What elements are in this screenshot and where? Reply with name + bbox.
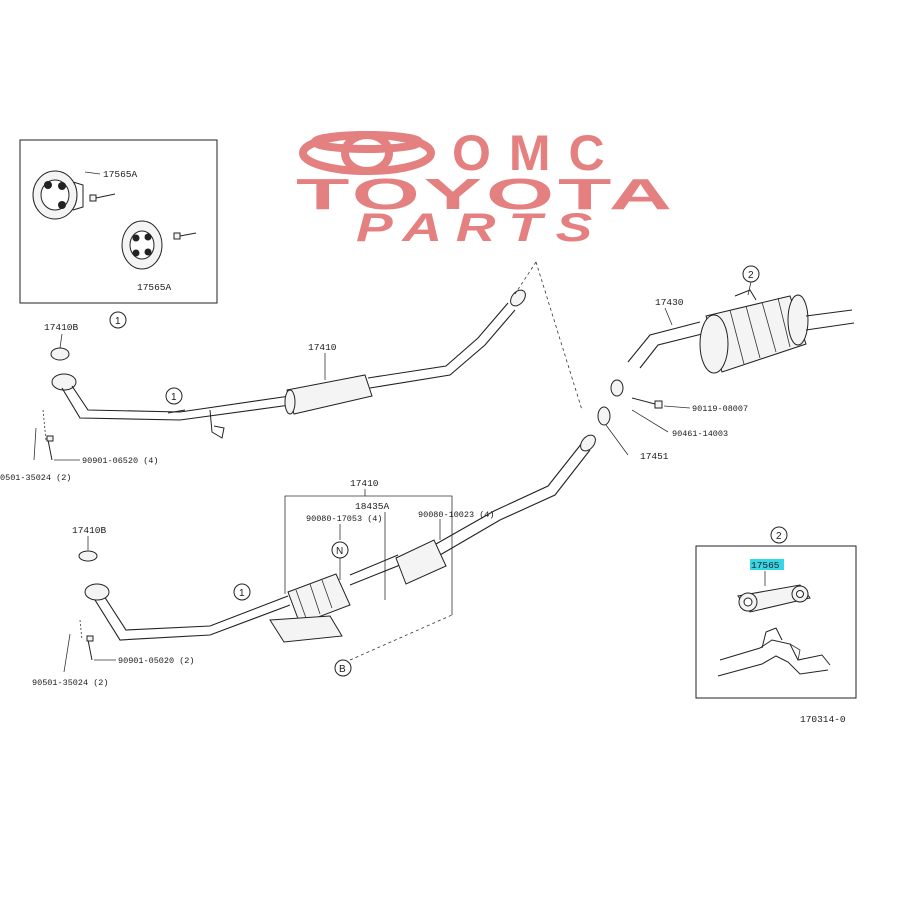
rear-bolt-label: 90119-08007 — [692, 404, 748, 414]
heat-shield — [269, 615, 343, 643]
lower-bolt-right-label: 90080-10023 (4) — [418, 510, 495, 520]
lower-callout-n: N — [336, 546, 343, 557]
inset-frame — [19, 139, 218, 304]
upper-callout-1: 1 — [171, 392, 177, 403]
callout-circle — [233, 583, 251, 601]
omc-toyota-parts-logo: OMC TOYOTA PARTS — [296, 125, 676, 250]
gasket-icon — [78, 550, 98, 562]
callout-circle — [165, 387, 183, 405]
inset-label-a: 17565A — [103, 169, 138, 180]
flange-icon — [610, 379, 624, 397]
inset-label-b: 17565A — [137, 282, 172, 293]
hanger-bracket-icon — [209, 409, 225, 439]
logo-parts-text: PARTS — [356, 206, 606, 250]
flange-icon — [84, 583, 110, 601]
bolt-icon — [173, 232, 197, 240]
lower-callout-b: B — [339, 664, 346, 675]
gasket-icon — [50, 347, 70, 361]
muffler-body — [699, 289, 809, 374]
lower-gasket-label: 17410B — [72, 525, 107, 536]
upper-gasket-label: 17410B — [44, 322, 79, 333]
resonator — [284, 374, 373, 415]
gasket-icon — [597, 406, 611, 426]
bolt-icon — [89, 193, 116, 202]
catalytic-converter — [269, 573, 351, 643]
upper-pipe-label: 17410 — [308, 342, 337, 353]
muffler-callout-2: 2 — [748, 270, 754, 281]
toyota-emblem-icon — [299, 131, 435, 175]
muffler-label: 17430 — [655, 297, 684, 308]
figure-code: 170314-0 — [800, 714, 846, 725]
rear-muffler-assembly: 17430 2 90119-08007 90461-14003 174 — [597, 265, 855, 462]
upper-bolt-label: 90901-06520 (4) — [82, 456, 159, 466]
logo-toyota-text: TOYOTA — [296, 170, 676, 219]
bolt-icon — [86, 635, 94, 661]
lower-exhaust-assembly: 17410 90080-17053 (4) 18435A 90080-10023… — [32, 434, 596, 688]
connector-dashed-line — [535, 261, 583, 411]
rubber-hanger-icon — [737, 584, 811, 613]
logo-omc-text: OMC — [452, 125, 623, 181]
callout-circle — [334, 659, 352, 677]
upper-exhaust-assembly: 17410B 1 17410 0501-35024 (2) — [0, 289, 526, 483]
converter-label: 18435A — [355, 501, 390, 512]
bolt-icon — [631, 397, 663, 409]
resonator — [395, 539, 447, 585]
callout-circle — [109, 311, 127, 329]
inset-hanger-detail: 2 17565 — [695, 526, 857, 699]
lower-pipe-label: 17410 — [350, 478, 379, 489]
lower-bolt-label: 90901-05020 (2) — [118, 656, 195, 666]
lower-pipe — [94, 434, 596, 641]
inset-callout-1: 1 — [115, 316, 121, 327]
upper-stud-label: 0501-35024 (2) — [0, 473, 71, 483]
highlighted-part-label: 17565 — [751, 560, 780, 571]
lower-bolt-left-label: 90080-17053 (4) — [306, 514, 383, 524]
inset-callout-2: 2 — [776, 531, 782, 542]
part-highlight — [750, 559, 784, 570]
front-pipe — [61, 289, 526, 421]
lower-callout-1: 1 — [239, 588, 245, 599]
rubber-hanger-icon — [32, 170, 84, 220]
bolt-icon — [46, 435, 54, 461]
flange-icon — [51, 373, 77, 391]
rear-gasket-label: 17451 — [640, 451, 669, 462]
rear-nut-label: 90461-14003 — [672, 429, 728, 439]
frame-bracket-icon — [717, 627, 831, 677]
inset-frame — [695, 545, 857, 699]
rubber-hanger-icon — [121, 220, 163, 270]
inset-hanger-box: 17565A 17565A 1 — [19, 139, 218, 329]
callout-circle — [770, 526, 788, 544]
lower-stud-label: 90501-35024 (2) — [32, 678, 109, 688]
